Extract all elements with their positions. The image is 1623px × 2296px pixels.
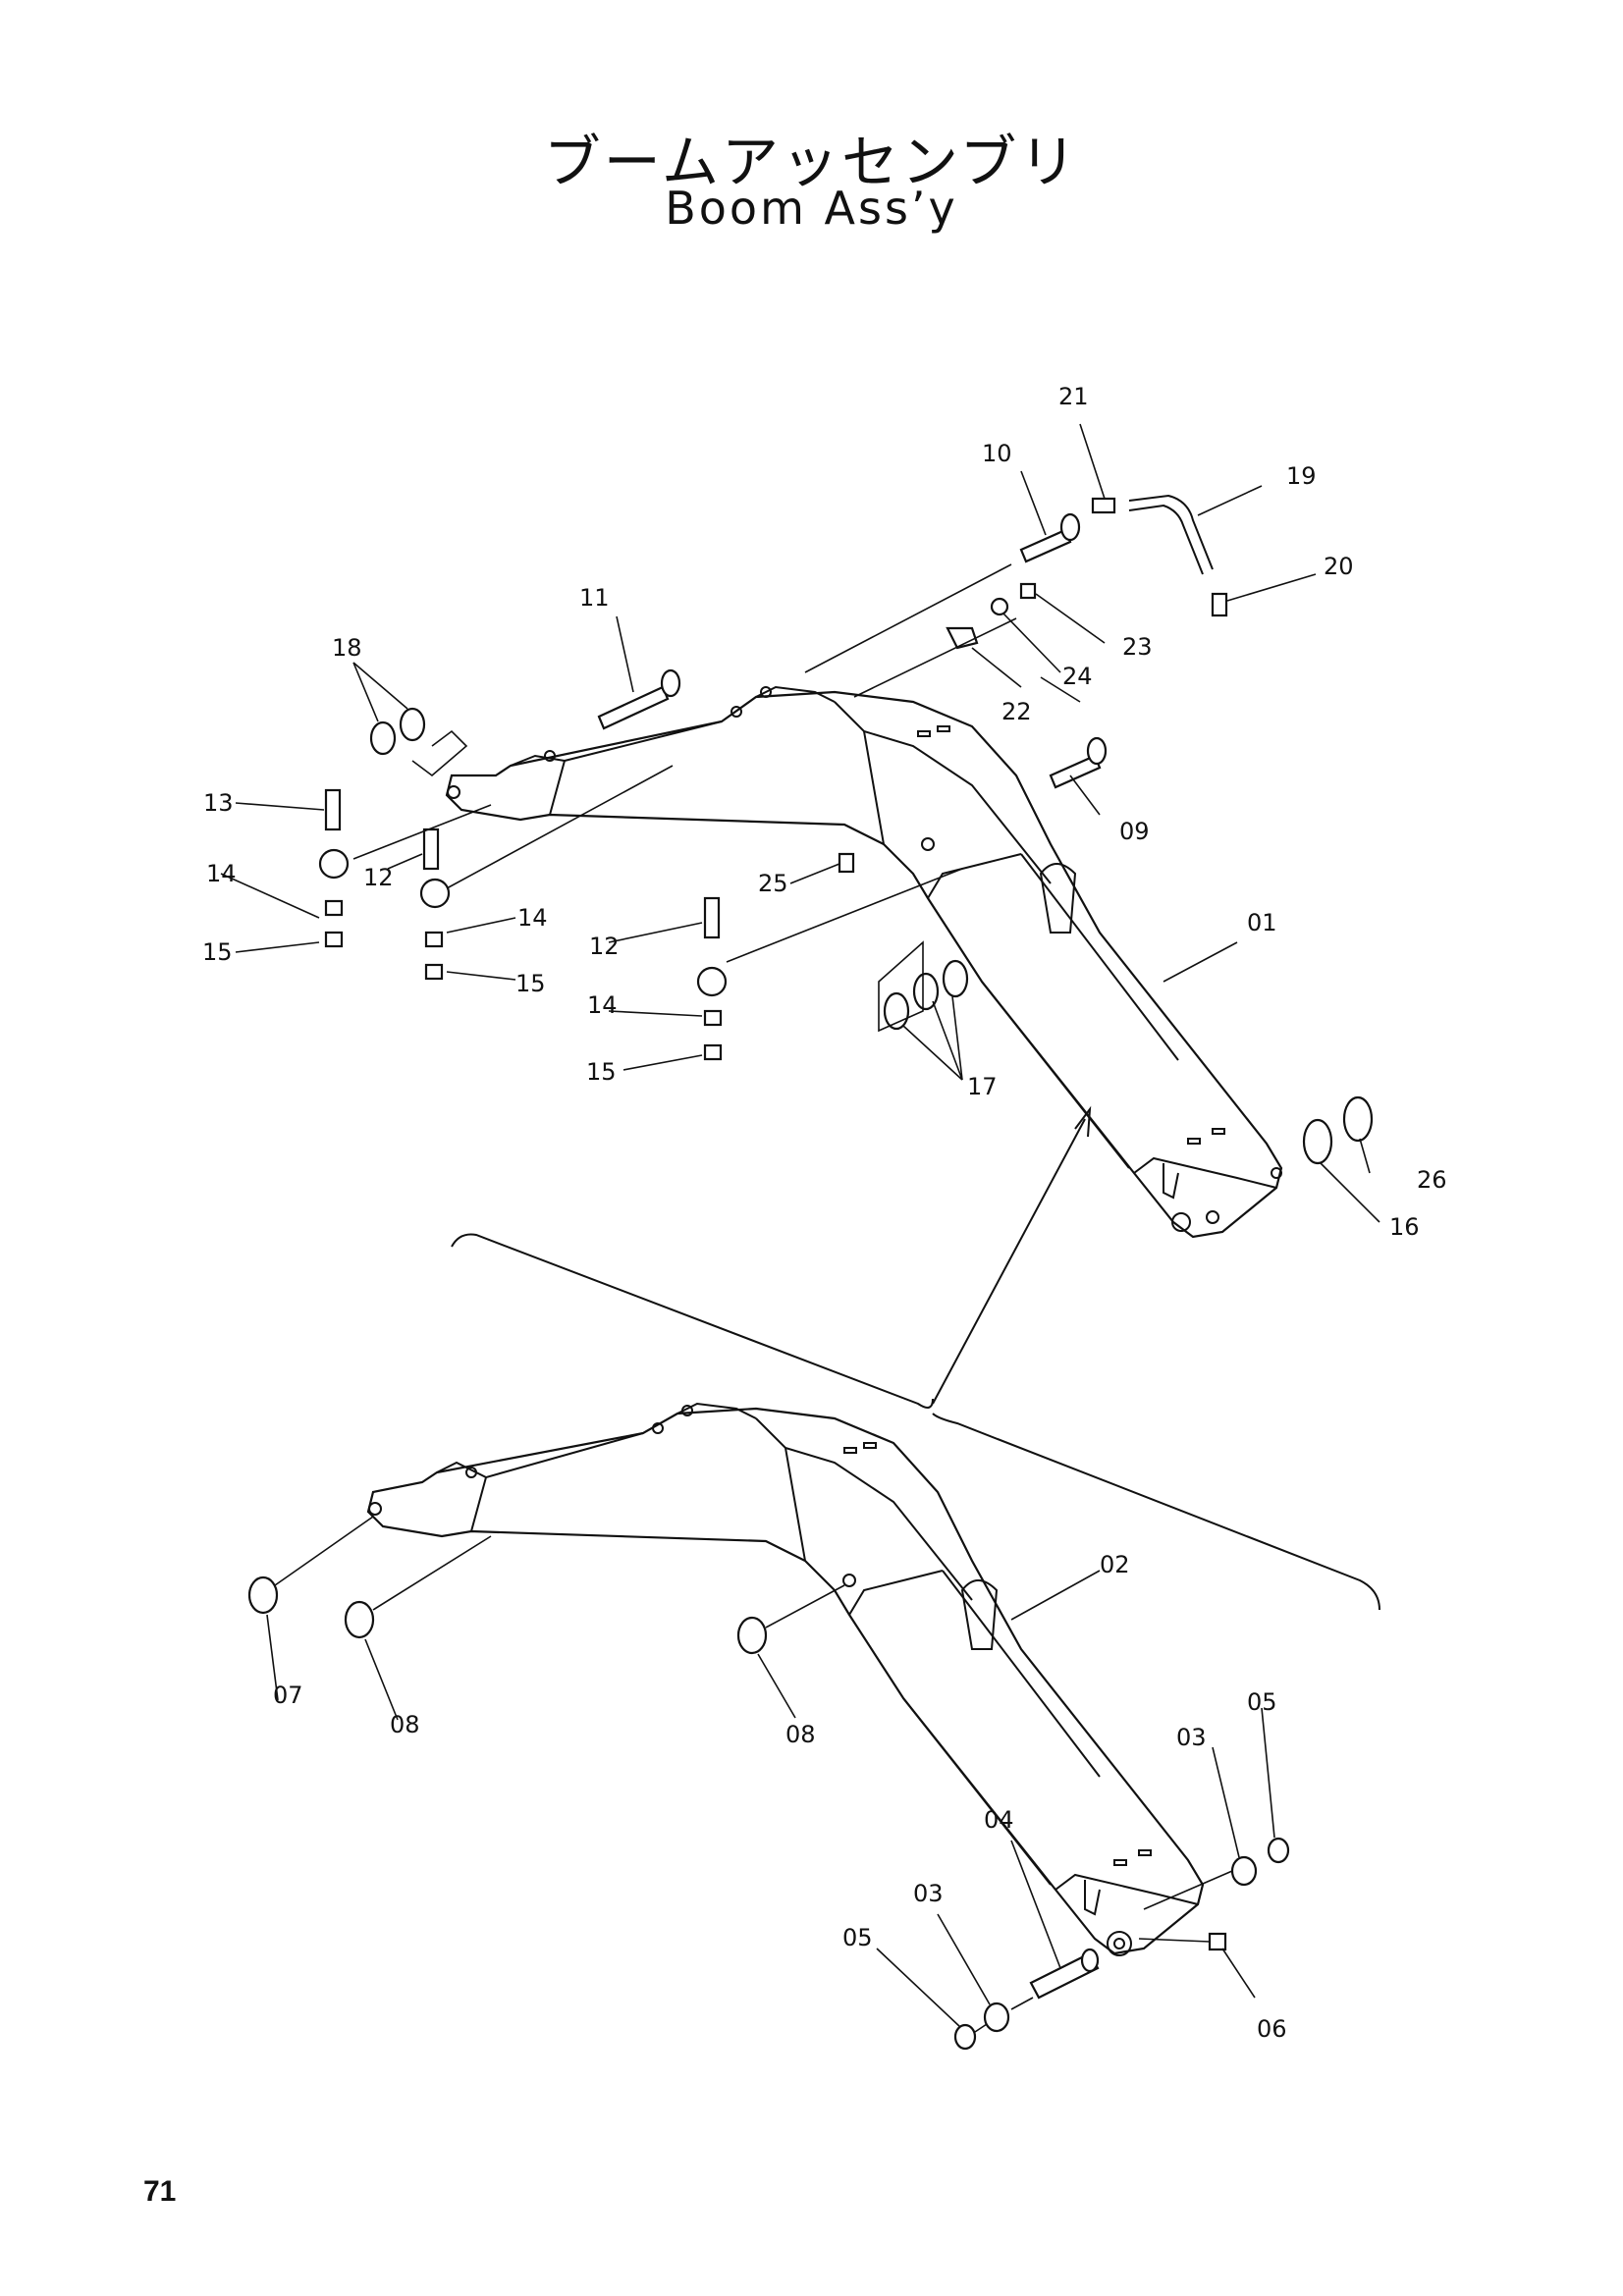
callout-14: 14	[517, 904, 548, 932]
callout-15: 15	[202, 938, 233, 966]
callout-10: 10	[982, 440, 1012, 467]
leader-lines-lower	[266, 1516, 1275, 2033]
fitting-20	[1211, 592, 1228, 617]
callout-24: 24	[1062, 663, 1093, 690]
callout-09: 09	[1119, 818, 1150, 845]
washer-24	[990, 597, 1009, 616]
callout-12: 12	[589, 933, 620, 960]
callout-14: 14	[587, 991, 618, 1019]
callout-02: 02	[1100, 1551, 1130, 1578]
page-title-english: Boom Ass’y	[665, 182, 958, 235]
pin-09	[1049, 736, 1108, 789]
callout-19: 19	[1286, 462, 1317, 490]
shims-18	[369, 707, 426, 756]
shim-16	[1302, 1118, 1333, 1165]
callout-26: 26	[1417, 1166, 1447, 1194]
callout-01: 01	[1247, 909, 1277, 936]
page-number: 71	[143, 2175, 177, 2208]
callout-15: 15	[515, 970, 546, 997]
shim-26	[1342, 1095, 1374, 1143]
callout-08: 08	[390, 1711, 420, 1738]
callout-04: 04	[984, 1806, 1014, 1834]
callout-16: 16	[1389, 1213, 1420, 1241]
pin-10	[1019, 512, 1081, 563]
seal-05-left	[953, 2023, 977, 2051]
leader-lines-upper	[220, 423, 1380, 1223]
callout-18: 18	[332, 634, 362, 662]
callout-25: 25	[758, 870, 788, 897]
callout-23: 23	[1122, 633, 1153, 661]
bolts-nuts-left	[318, 788, 728, 1061]
boom-body-lower	[366, 1402, 1205, 1956]
bushing-07	[247, 1575, 279, 1615]
bushing-03-left	[983, 2002, 1010, 2033]
callout-15: 15	[586, 1058, 617, 1086]
callout-07: 07	[273, 1682, 303, 1709]
page-title-japanese: ブームアッセンブリ	[543, 129, 1080, 195]
callout-20: 20	[1324, 553, 1354, 580]
plate-22	[946, 626, 979, 650]
bushing-08-right	[736, 1616, 768, 1655]
pin-11	[597, 668, 681, 730]
bushing-03-right	[1230, 1855, 1258, 1887]
callout-12: 12	[363, 864, 394, 891]
pin-04	[1029, 1948, 1100, 2000]
pipe-19	[1128, 494, 1214, 575]
section-divider	[451, 1105, 1380, 1611]
callout-03: 03	[913, 1880, 944, 1907]
callout-13: 13	[203, 789, 234, 817]
callout-17: 17	[967, 1073, 998, 1100]
callout-11: 11	[579, 584, 610, 612]
bushing-08-left	[344, 1600, 375, 1639]
fitting-25	[838, 852, 855, 874]
boom-body-upper	[445, 685, 1283, 1239]
callout-06: 06	[1257, 2015, 1287, 2043]
callout-05: 05	[842, 1924, 873, 1951]
fitting-21	[1091, 497, 1116, 514]
bolt-23	[1019, 582, 1037, 600]
seal-05-right	[1267, 1837, 1290, 1864]
callout-08: 08	[785, 1721, 816, 1748]
callout-21: 21	[1058, 383, 1089, 410]
callout-22: 22	[1001, 698, 1032, 725]
callout-05: 05	[1247, 1688, 1277, 1716]
callout-labels: 01 02 03 03 04 05 05 06 07 08 08 09 10 1…	[202, 383, 1447, 2043]
callout-14: 14	[206, 860, 237, 887]
callout-03: 03	[1176, 1724, 1207, 1751]
fitting-06	[1208, 1932, 1227, 1951]
